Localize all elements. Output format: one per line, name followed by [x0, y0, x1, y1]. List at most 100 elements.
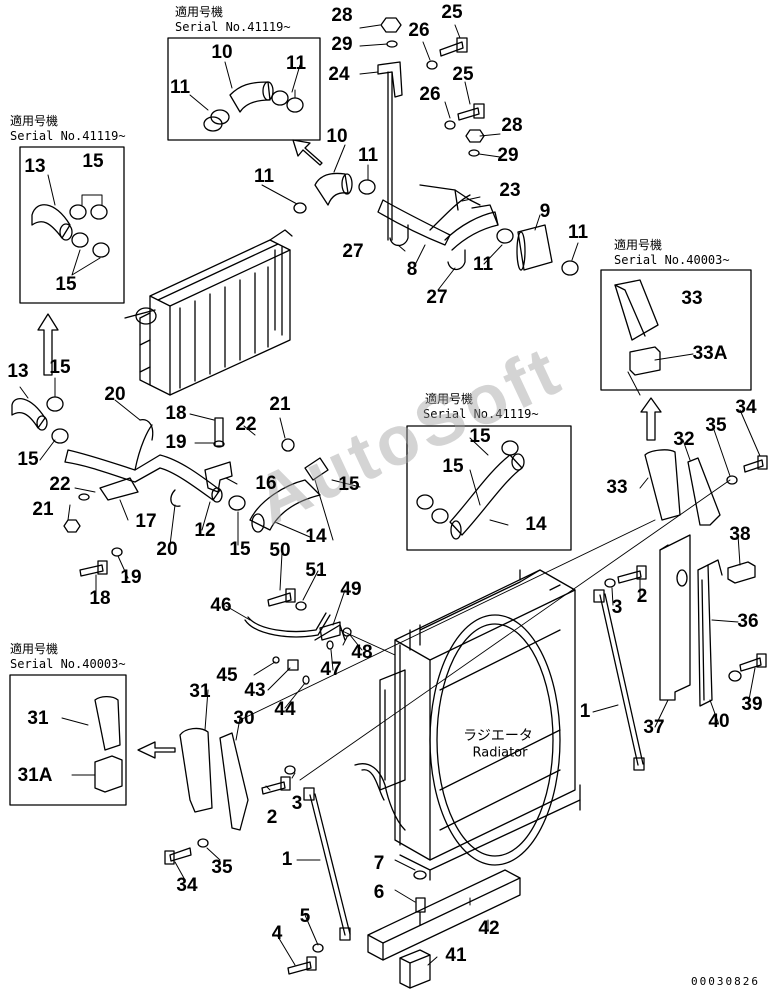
- part-label-13[interactable]: 13: [7, 361, 29, 382]
- part-label-35[interactable]: 35: [211, 857, 233, 878]
- part-label-22[interactable]: 22: [235, 414, 257, 435]
- part-label-38[interactable]: 38: [729, 524, 751, 545]
- part-label-14[interactable]: 14: [305, 526, 327, 547]
- part-label-27[interactable]: 27: [426, 287, 448, 308]
- part-label-32[interactable]: 32: [673, 429, 695, 450]
- part-label-19[interactable]: 19: [165, 432, 187, 453]
- part-label-13[interactable]: 13: [24, 156, 46, 177]
- part-label-8[interactable]: 8: [406, 259, 418, 280]
- part-label-11[interactable]: 11: [472, 254, 494, 275]
- part-label-34[interactable]: 34: [735, 397, 757, 418]
- part-label-33A[interactable]: 33A: [692, 343, 728, 364]
- part-label-25[interactable]: 25: [441, 2, 463, 23]
- part-label-15[interactable]: 15: [229, 539, 251, 560]
- part-label-23[interactable]: 23: [499, 180, 521, 201]
- part-label-1[interactable]: 1: [579, 701, 591, 722]
- part-label-42[interactable]: 42: [478, 918, 500, 939]
- part-label-7[interactable]: 7: [373, 853, 385, 874]
- part-label-51[interactable]: 51: [305, 560, 327, 581]
- part-label-10[interactable]: 10: [211, 42, 233, 63]
- part-label-19[interactable]: 19: [120, 567, 142, 588]
- part-label-24[interactable]: 24: [328, 64, 350, 85]
- part-label-25[interactable]: 25: [452, 64, 474, 85]
- inset-serial: Serial No.41119~: [10, 129, 126, 143]
- clamp-set-upper: [293, 179, 579, 276]
- part-label-15[interactable]: 15: [49, 357, 71, 378]
- part-label-33[interactable]: 33: [606, 477, 628, 498]
- part-label-26[interactable]: 26: [408, 20, 430, 41]
- radiator-label-jp: ラジエータ: [463, 728, 533, 744]
- part-label-18[interactable]: 18: [165, 403, 187, 424]
- part-label-12[interactable]: 12: [194, 520, 216, 541]
- part-label-4[interactable]: 4: [271, 923, 283, 944]
- part-label-11[interactable]: 11: [285, 53, 307, 74]
- hose-9: [516, 224, 553, 271]
- part-label-31A[interactable]: 31A: [17, 765, 53, 786]
- bolts-top: [380, 17, 485, 157]
- part-label-35[interactable]: 35: [705, 415, 727, 436]
- part-label-31[interactable]: 31: [189, 681, 211, 702]
- arrow-up-right: [640, 397, 662, 441]
- part-label-5[interactable]: 5: [299, 906, 311, 927]
- part-label-20[interactable]: 20: [156, 539, 178, 560]
- part-label-31[interactable]: 31: [27, 708, 49, 729]
- part-label-10[interactable]: 10: [326, 126, 348, 147]
- part-label-28[interactable]: 28: [331, 5, 353, 26]
- part-label-44[interactable]: 44: [274, 699, 296, 720]
- part-label-34[interactable]: 34: [176, 875, 198, 896]
- block-41: [399, 949, 431, 989]
- part-label-3[interactable]: 3: [291, 793, 303, 814]
- part-label-14[interactable]: 14: [525, 514, 547, 535]
- part-label-15[interactable]: 15: [55, 274, 77, 295]
- part-label-39[interactable]: 39: [741, 694, 763, 715]
- part-label-11[interactable]: 11: [169, 77, 191, 98]
- part-label-28[interactable]: 28: [501, 115, 523, 136]
- inset-left-parts: [31, 204, 110, 258]
- u-bolt-27b: [447, 249, 466, 271]
- part-label-33[interactable]: 33: [681, 288, 703, 309]
- part-label-48[interactable]: 48: [351, 642, 373, 663]
- part-label-11[interactable]: 11: [253, 166, 275, 187]
- part-label-15[interactable]: 15: [338, 474, 360, 495]
- part-label-45[interactable]: 45: [216, 665, 238, 686]
- part-label-2[interactable]: 2: [636, 586, 648, 607]
- leader-lines: [19, 24, 761, 966]
- part-label-9[interactable]: 9: [539, 201, 551, 222]
- part-label-50[interactable]: 50: [269, 540, 291, 561]
- part-label-15[interactable]: 15: [442, 456, 464, 477]
- part-label-18[interactable]: 18: [89, 588, 111, 609]
- part-label-43[interactable]: 43: [244, 680, 266, 701]
- part-label-21[interactable]: 21: [32, 499, 54, 520]
- part-label-29[interactable]: 29: [331, 34, 353, 55]
- inset-box-top: [167, 37, 321, 141]
- part-label-47[interactable]: 47: [320, 659, 342, 680]
- part-label-6[interactable]: 6: [373, 882, 385, 903]
- part-label-11[interactable]: 11: [357, 145, 379, 166]
- arrow-to-top-inset: [292, 139, 323, 166]
- inset-box-left: [19, 146, 125, 304]
- part-label-15[interactable]: 15: [17, 449, 39, 470]
- part-label-27[interactable]: 27: [342, 241, 364, 262]
- part-label-2[interactable]: 2: [266, 807, 278, 828]
- part-label-3[interactable]: 3: [611, 597, 623, 618]
- part-label-26[interactable]: 26: [419, 84, 441, 105]
- part-label-21[interactable]: 21: [269, 394, 291, 415]
- part-label-41[interactable]: 41: [445, 945, 467, 966]
- part-label-15[interactable]: 15: [469, 426, 491, 447]
- part-label-37[interactable]: 37: [643, 717, 665, 738]
- part-label-49[interactable]: 49: [340, 579, 362, 600]
- part-label-30[interactable]: 30: [233, 708, 255, 729]
- part-label-22[interactable]: 22: [49, 474, 71, 495]
- part-label-36[interactable]: 36: [737, 611, 759, 632]
- part-label-40[interactable]: 40: [708, 711, 730, 732]
- part-label-17[interactable]: 17: [135, 511, 157, 532]
- part-label-16[interactable]: 16: [255, 473, 277, 494]
- part-label-1[interactable]: 1: [281, 849, 293, 870]
- part-label-15[interactable]: 15: [82, 151, 104, 172]
- part-label-11[interactable]: 11: [567, 222, 589, 243]
- part-label-46[interactable]: 46: [210, 595, 232, 616]
- part-label-20[interactable]: 20: [104, 384, 126, 405]
- bolt-39-washer-40: [728, 653, 767, 682]
- part-label-29[interactable]: 29: [497, 145, 519, 166]
